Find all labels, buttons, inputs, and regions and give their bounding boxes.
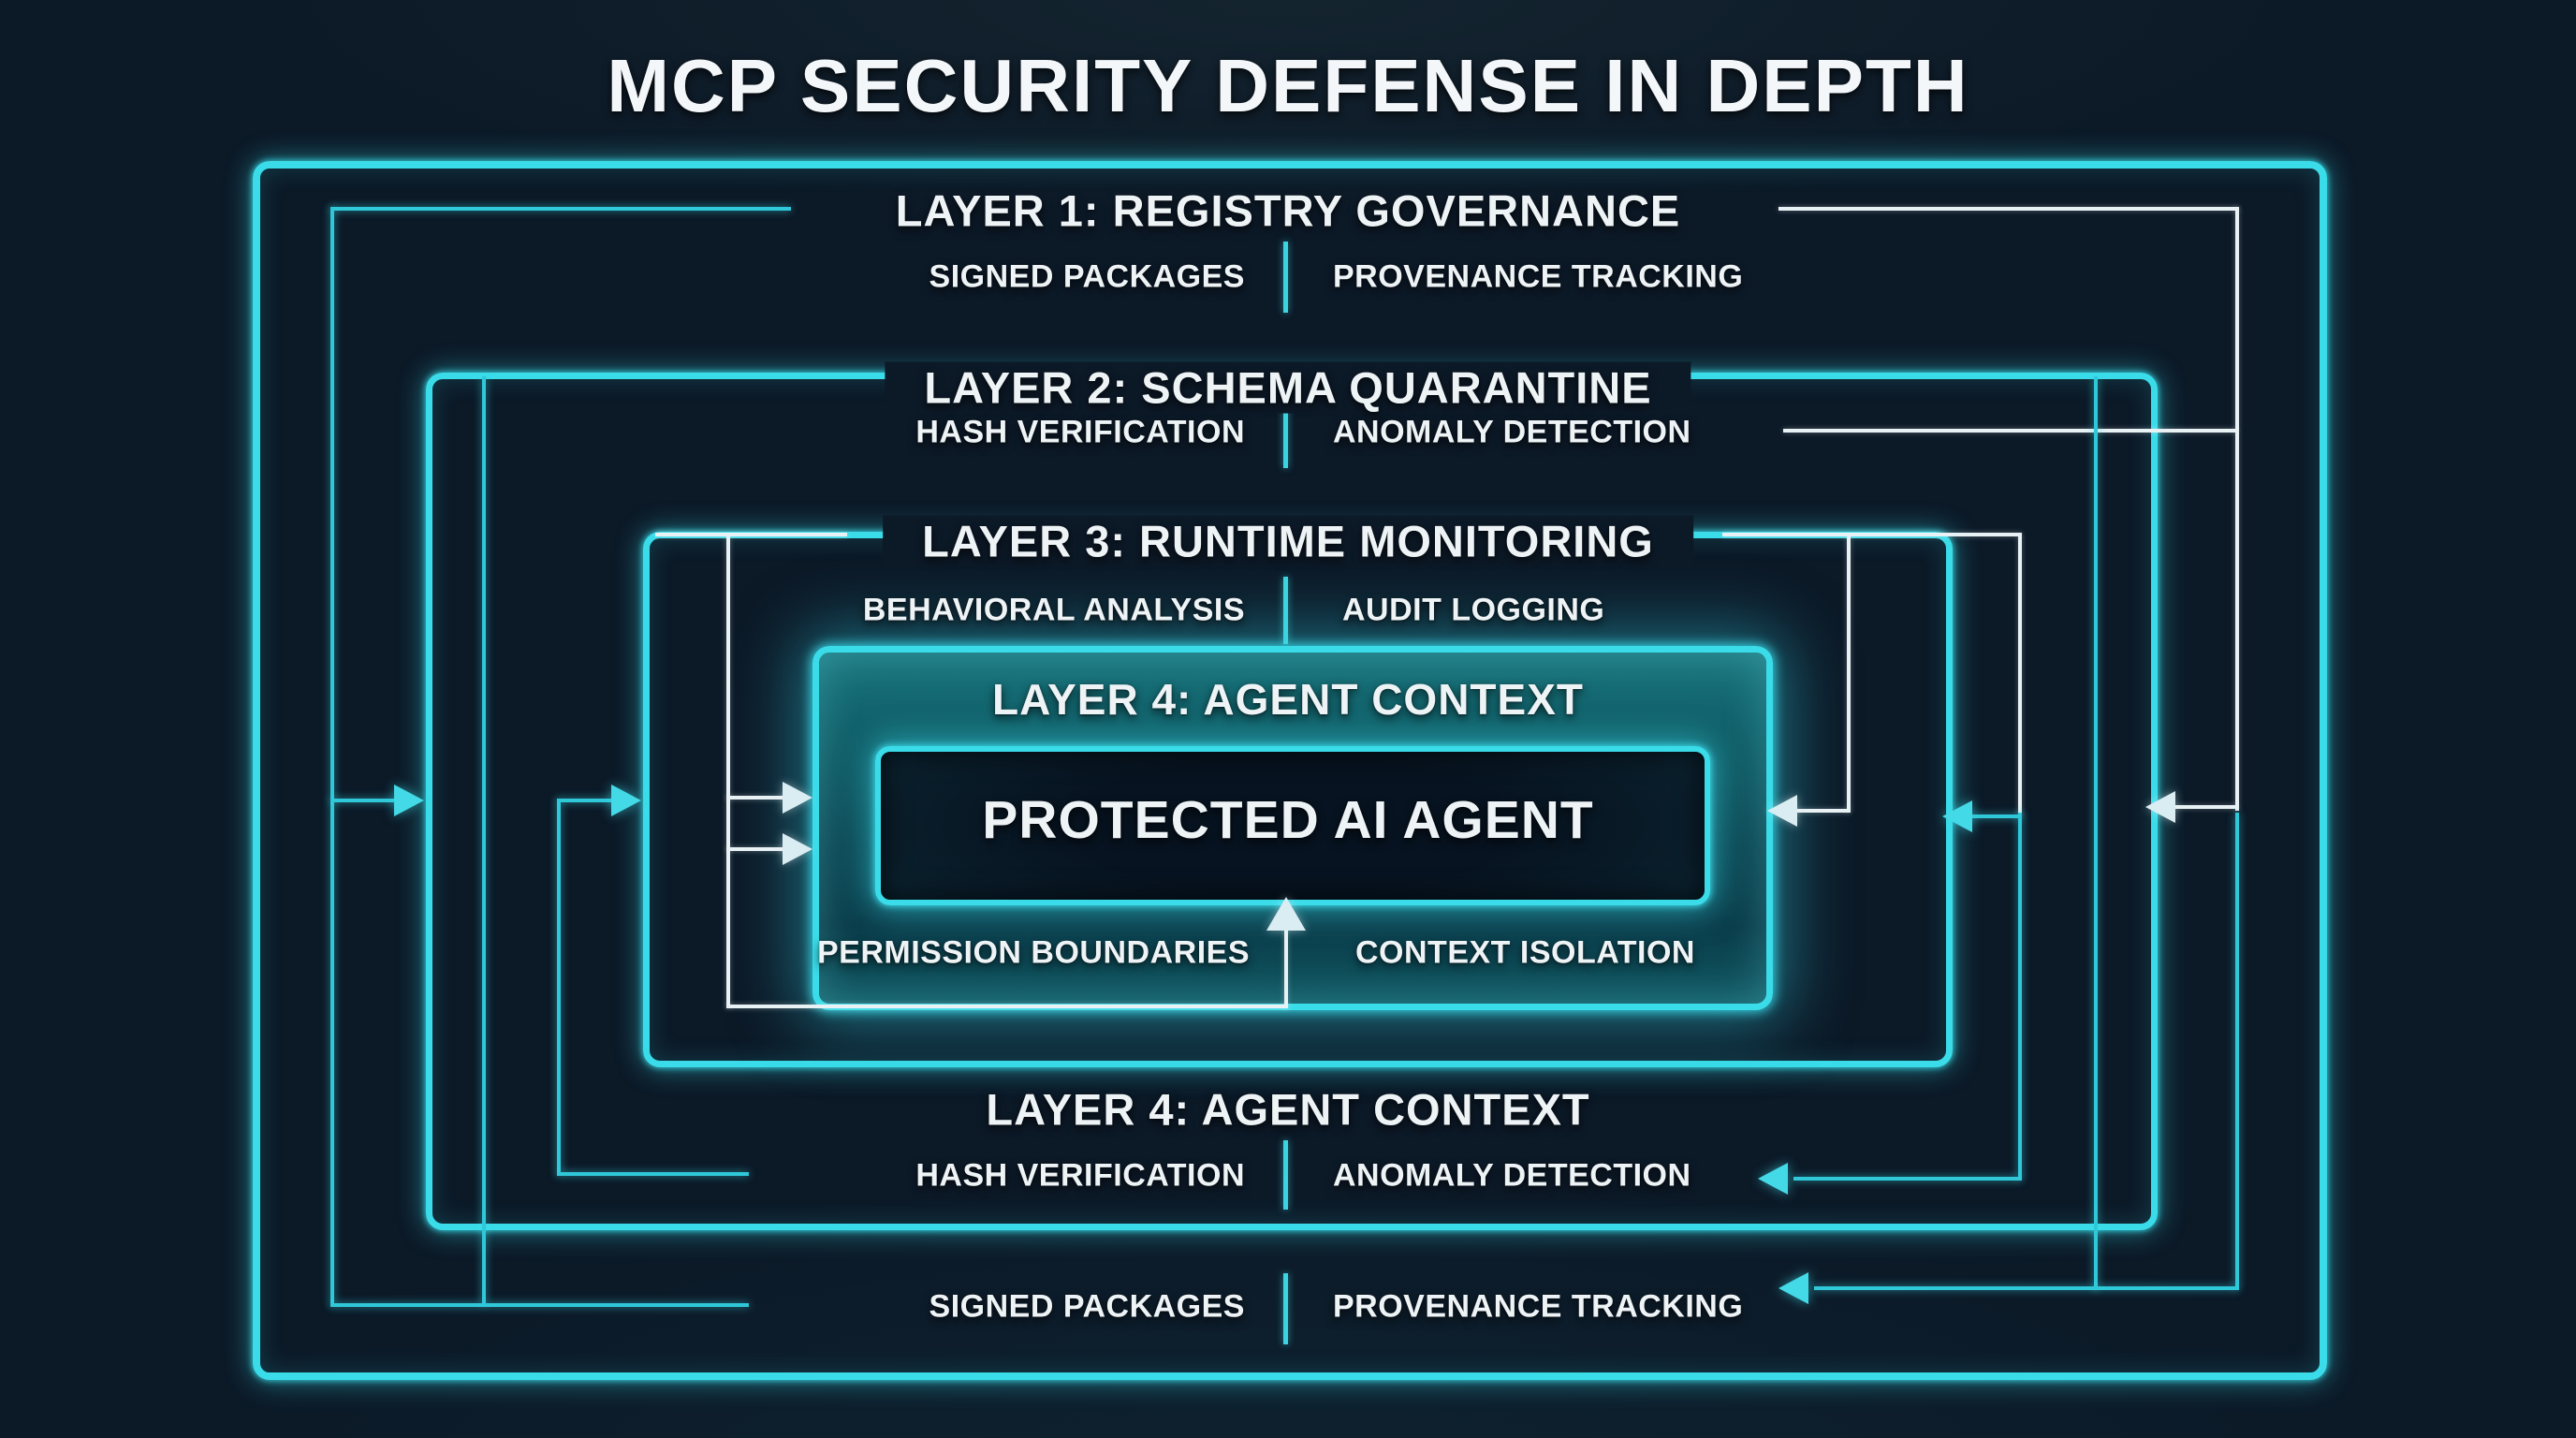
arrow-into-layer4-right-shaft <box>1795 809 1850 813</box>
layer1-right-tick-line <box>1778 207 2239 211</box>
arrow-into-layer4-lower-left <box>783 833 812 865</box>
layer4-title: LAYER 4: AGENT CONTEXT <box>992 675 1584 724</box>
layer2-right-drop-line <box>2094 376 2098 1290</box>
provenance-feeder-drop <box>2235 813 2239 1290</box>
arrow-into-layer2-right-shaft <box>2174 805 2237 809</box>
layer4-sub-right: CONTEXT ISOLATION <box>1355 934 1695 971</box>
arrow-into-layer3-shaft <box>557 799 615 802</box>
arrow-into-layer4-lower-shaft <box>726 847 786 851</box>
layer1-left-tick-line <box>330 207 791 211</box>
arrow-into-layer4-right <box>1767 795 1797 827</box>
protected-agent-label: PROTECTED AI AGENT <box>982 790 1594 850</box>
arrow-up-into-agent <box>1266 897 1306 931</box>
layer1-right-drop-line <box>2235 207 2239 811</box>
layer4-repeat-title: LAYER 4: AGENT CONTEXT <box>986 1084 1590 1135</box>
layer2-title: LAYER 2: SCHEMA QUARANTINE <box>885 361 1691 414</box>
divider-hash-anomaly-top <box>1283 397 1288 468</box>
divider-behavioral-audit <box>1283 577 1288 644</box>
layer1-title: LAYER 1: REGISTRY GOVERNANCE <box>895 185 1681 236</box>
arrow-into-layer3-right-shaft <box>1970 814 2022 818</box>
arrow-into-layer4-upper-shaft <box>726 796 786 800</box>
hash-row-feeder-line <box>557 1172 749 1176</box>
layer1-sub-right: PROVENANCE TRACKING <box>1333 258 1744 295</box>
layer3-sub-left: BEHAVIORAL ANALYSIS <box>862 592 1245 628</box>
footer-provenance-label: PROVENANCE TRACKING <box>1333 1288 1744 1325</box>
layer3-left-tick-line <box>655 533 847 536</box>
layer3-right-tick-line <box>1722 533 2022 536</box>
layer3-sub-right: AUDIT LOGGING <box>1342 592 1605 628</box>
provenance-lower-arrow-shaft <box>1814 1286 2237 1290</box>
diagram-title: MCP SECURITY DEFENSE IN DEPTH <box>607 44 1969 127</box>
anomaly-lower-feeder-drop <box>2018 813 2022 1181</box>
layer3-right-white-drop-line <box>2018 536 2022 816</box>
arrow-into-layer2-shaft <box>330 799 396 802</box>
arrow-into-layer2-right <box>2145 791 2175 823</box>
divider-signed-provenance-top <box>1283 242 1288 313</box>
signed-row-feeder-line <box>330 1303 749 1307</box>
layer3-title: LAYER 3: RUNTIME MONITORING <box>883 515 1693 567</box>
layer1-left-drop-line <box>330 207 334 1305</box>
layer1-sub-left: SIGNED PACKAGES <box>929 258 1245 295</box>
protected-agent-box <box>875 746 1710 905</box>
layer1-box <box>253 161 2327 1380</box>
layer4-sub-left: PERMISSION BOUNDARIES <box>817 934 1250 971</box>
arrow-into-layer2-left <box>394 785 424 816</box>
anomaly-lower-arrow-shaft <box>1793 1177 2020 1181</box>
anomaly-row-link-line <box>1783 429 2237 433</box>
footer-anomaly-label: ANOMALY DETECTION <box>1333 1157 1691 1194</box>
audit-right-drop-line <box>1847 536 1851 813</box>
agent-feedback-up-shaft <box>1284 927 1288 1008</box>
footer-hash-label: HASH VERIFICATION <box>915 1157 1245 1194</box>
layer2-sub-left: HASH VERIFICATION <box>915 414 1245 450</box>
layer2-sub-right: ANOMALY DETECTION <box>1333 414 1691 450</box>
arrow-into-layer4-upper-left <box>783 782 812 814</box>
divider-signed-provenance-bottom <box>1283 1273 1288 1344</box>
layer2-left-drop-line <box>482 376 486 1305</box>
hash-row-feeder-drop-line <box>557 800 561 1174</box>
agent-feedback-line <box>726 1005 1288 1008</box>
footer-signed-label: SIGNED PACKAGES <box>929 1288 1245 1325</box>
divider-hash-anomaly-bottom <box>1283 1140 1288 1210</box>
arrow-into-layer3-left <box>611 785 641 816</box>
arrow-into-provenance-lower <box>1778 1272 1808 1304</box>
layer3-left-white-drop-line <box>726 536 730 1008</box>
arrow-into-anomaly-lower <box>1758 1163 1788 1195</box>
arrow-into-layer3-right <box>1942 800 1972 832</box>
